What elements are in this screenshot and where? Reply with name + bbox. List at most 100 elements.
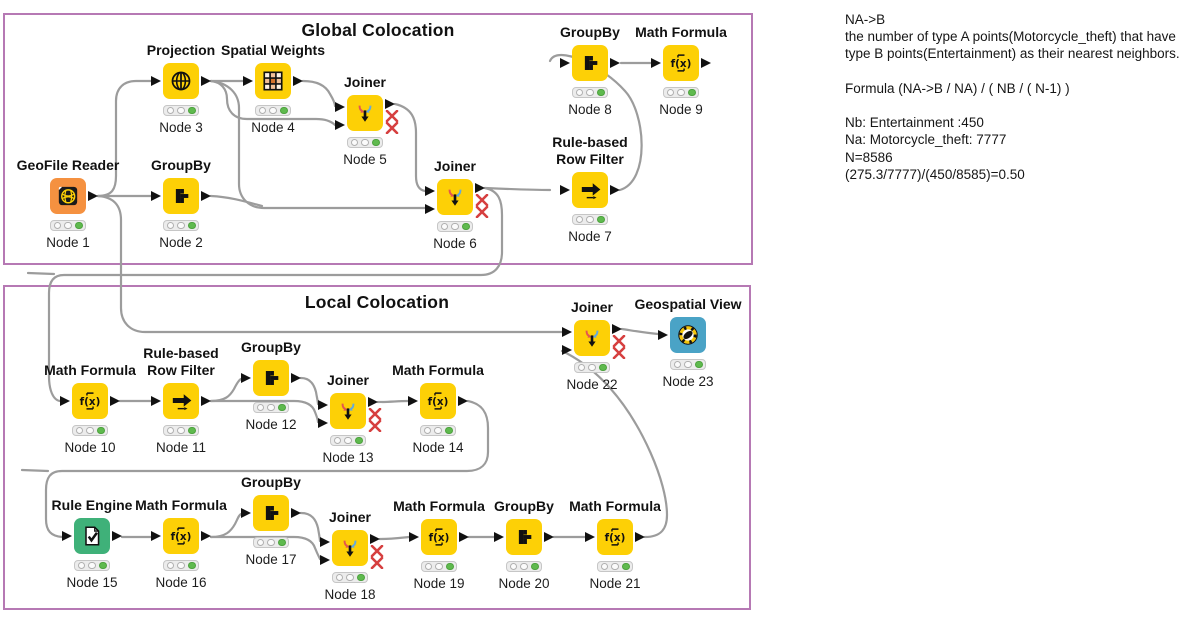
node-10-input-port-1[interactable] <box>60 395 70 406</box>
node-17-input-port-1[interactable] <box>241 507 251 518</box>
node-2-groupby[interactable] <box>163 178 199 214</box>
node-14-input-port-1[interactable] <box>408 395 418 406</box>
node-12-output-port[interactable] <box>290 372 301 383</box>
node-22-input-port-1[interactable] <box>562 326 572 337</box>
node-17-output-port[interactable] <box>290 507 301 518</box>
node-22-joiner[interactable] <box>574 320 610 356</box>
node-19-output-port[interactable] <box>458 531 469 542</box>
wire-n6-n10[interactable] <box>47 186 504 403</box>
node-21-input-port-1[interactable] <box>585 531 595 542</box>
node-9-mathformula[interactable]: f(x) <box>663 45 699 81</box>
node-10-output-port[interactable] <box>109 395 120 406</box>
node-6-input-port-2[interactable] <box>425 203 435 214</box>
wire-n22-n23[interactable] <box>620 327 660 336</box>
node-8-groupby[interactable] <box>572 45 608 81</box>
node-8-input-port-1[interactable] <box>560 57 570 68</box>
node-13-input-port-2[interactable] <box>318 417 328 428</box>
node-23-input-port-1[interactable] <box>658 329 668 340</box>
node-15-output-port[interactable] <box>111 530 122 541</box>
node-22-input-port-2[interactable] <box>562 344 572 355</box>
node-11-rowfilter[interactable] <box>163 383 199 419</box>
global-colocation-box[interactable]: Global Colocation <box>3 13 753 265</box>
node-21-output-port[interactable] <box>634 531 645 542</box>
node-3-projection[interactable] <box>163 63 199 99</box>
node-16-mathformula[interactable]: f(x) <box>163 518 199 554</box>
wire-n1-n22[interactable] <box>96 194 564 334</box>
wire-n11-n13[interactable] <box>209 399 320 424</box>
node-5-joiner[interactable] <box>347 95 383 131</box>
wire-n18-n19[interactable] <box>378 535 411 541</box>
node-6-joiner[interactable] <box>437 179 473 215</box>
wire-n2-n6[interactable] <box>209 194 264 208</box>
node-5-output-port[interactable] <box>384 98 395 109</box>
node-20-output-port[interactable] <box>543 531 554 542</box>
wire-n12-n13[interactable] <box>299 376 320 406</box>
node-15-ruleengine[interactable] <box>74 518 110 554</box>
node-12-input-port-1[interactable] <box>241 372 251 383</box>
node-7-output-port[interactable] <box>609 184 620 195</box>
node-19-input-port-1[interactable] <box>409 531 419 542</box>
wire-n11-n12[interactable] <box>209 377 243 403</box>
node-8-output-port[interactable] <box>609 57 620 68</box>
node-4-spatialweights[interactable] <box>255 63 291 99</box>
wire-n14-n15[interactable] <box>44 399 490 539</box>
node-18-joiner[interactable] <box>332 530 368 566</box>
node-6-output-port[interactable] <box>474 182 485 193</box>
node-2-input-port-1[interactable] <box>151 190 161 201</box>
node-5-input-port-2[interactable] <box>335 119 345 130</box>
node-9-output-port[interactable] <box>700 57 711 68</box>
node-13-input-port-1[interactable] <box>318 399 328 410</box>
wire-n6-n7[interactable] <box>483 186 552 192</box>
node-18-input-port-2[interactable] <box>320 554 330 565</box>
node-21-mathformula[interactable]: f(x) <box>597 519 633 555</box>
wire-n4-n5[interactable] <box>301 79 337 108</box>
node-1-geofile[interactable] <box>50 178 86 214</box>
node-2-output-port[interactable] <box>200 190 211 201</box>
status-dot-amber <box>177 561 185 570</box>
node-20-groupby[interactable] <box>506 519 542 555</box>
wire-n16-n18[interactable] <box>209 535 322 561</box>
wire-stub-bottom[interactable] <box>20 468 50 473</box>
node-16-output-port[interactable] <box>200 530 211 541</box>
wire-n17-n18[interactable] <box>299 511 322 543</box>
node-16-input-port-1[interactable] <box>151 530 161 541</box>
status-dot-red <box>350 138 358 147</box>
node-23-geoview[interactable] <box>670 317 706 353</box>
node-11-output-port[interactable] <box>200 395 211 406</box>
wire-n13-n14[interactable] <box>376 399 410 404</box>
node-5-input-port-1[interactable] <box>335 101 345 112</box>
node-20-input-port-1[interactable] <box>494 531 504 542</box>
node-10-mathformula[interactable]: f(x) <box>72 383 108 419</box>
wire-n3-n5[interactable] <box>209 79 337 127</box>
wire-n5-n6[interactable] <box>393 102 427 193</box>
node-3-input-port-1[interactable] <box>151 75 161 86</box>
node-7-input-port-1[interactable] <box>560 184 570 195</box>
wire-n1-n3[interactable] <box>96 79 153 198</box>
node-4-output-port[interactable] <box>292 75 303 86</box>
node-14-output-port[interactable] <box>457 395 468 406</box>
node-22-output-port[interactable] <box>611 323 622 334</box>
node-18-output-port[interactable] <box>369 533 380 544</box>
node-7-rowfilter[interactable] <box>572 172 608 208</box>
node-19-mathformula[interactable]: f(x) <box>421 519 457 555</box>
workflow-annotation-note[interactable]: NA->B the number of type A points(Motorc… <box>845 11 1195 183</box>
local-colocation-box[interactable]: Local Colocation <box>3 285 751 610</box>
node-13-joiner[interactable] <box>330 393 366 429</box>
wire-n3-n6[interactable] <box>209 79 427 210</box>
node-6-input-port-1[interactable] <box>425 185 435 196</box>
node-3-output-port[interactable] <box>200 75 211 86</box>
node-13-output-port[interactable] <box>367 396 378 407</box>
node-15-input-port-1[interactable] <box>62 530 72 541</box>
node-18-input-port-1[interactable] <box>320 536 330 547</box>
wire-n7-n8[interactable] <box>548 53 643 192</box>
wire-stub-top[interactable] <box>26 271 56 276</box>
status-dot-amber <box>434 426 442 435</box>
node-14-mathformula[interactable]: f(x) <box>420 383 456 419</box>
wire-n16-n17[interactable] <box>209 512 243 539</box>
node-1-output-port[interactable] <box>87 190 98 201</box>
node-17-groupby[interactable] <box>253 495 289 531</box>
node-4-input-port-1[interactable] <box>243 75 253 86</box>
node-11-input-port-1[interactable] <box>151 395 161 406</box>
node-9-input-port-1[interactable] <box>651 57 661 68</box>
node-12-groupby[interactable] <box>253 360 289 396</box>
